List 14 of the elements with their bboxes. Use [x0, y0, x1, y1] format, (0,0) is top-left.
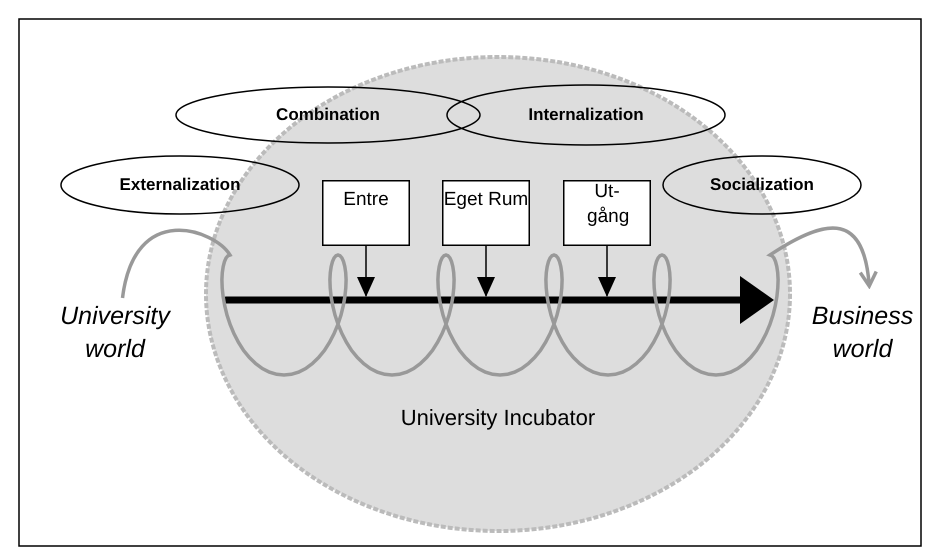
world-label: Business world: [812, 302, 914, 362]
knowledge-mode-label: Combination: [276, 105, 380, 124]
knowledge-mode-label: Internalization: [528, 105, 644, 124]
phase-label: Entre: [343, 189, 389, 210]
arrow: [477, 246, 495, 297]
knowledge-mode-label: Externalization: [120, 175, 240, 194]
world-label: University world: [60, 302, 170, 362]
phase-label: Ut- gång: [587, 181, 630, 227]
arrow: [357, 246, 375, 297]
spiral-arrow: [120, 226, 878, 377]
arrow: [598, 246, 616, 297]
incubator-label: University Incubator: [400, 405, 596, 430]
knowledge-mode-label: Socialization: [710, 175, 814, 194]
phase-label: Eget Rum: [444, 189, 528, 210]
